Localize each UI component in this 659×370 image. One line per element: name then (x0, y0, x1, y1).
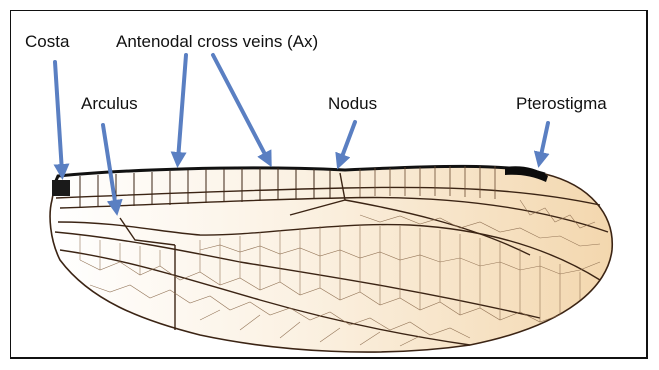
arrow-pterostigma (540, 123, 548, 160)
arrow-antenodal-2 (213, 55, 268, 160)
label-antenodal: Antenodal cross veins (Ax) (116, 32, 318, 51)
label-pterostigma: Pterostigma (516, 94, 607, 113)
arrow-nodus (340, 122, 355, 162)
label-costa: Costa (25, 32, 70, 51)
arrow-antenodal-1 (178, 55, 186, 160)
label-nodus: Nodus (328, 94, 377, 113)
arrow-costa (55, 62, 62, 172)
wing-base-bar (52, 180, 70, 196)
label-arculus: Arculus (81, 94, 138, 113)
